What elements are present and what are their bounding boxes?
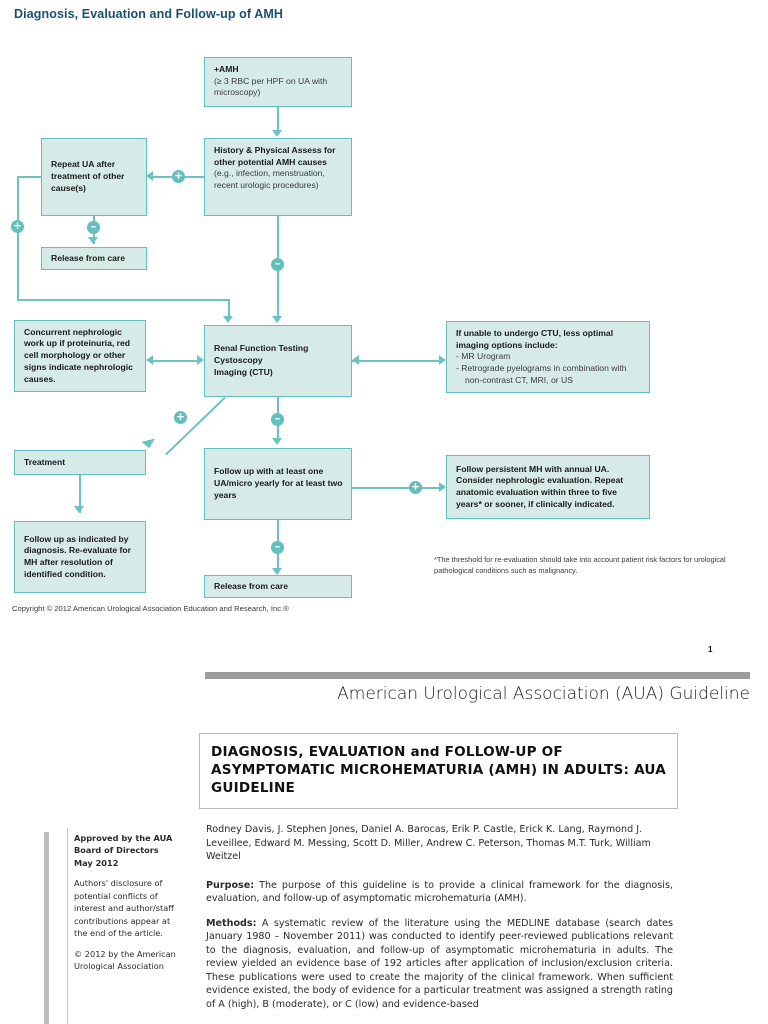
flow-node-followup-diagnosis: Follow up as indicated by diagnosis. Re-…: [14, 521, 146, 593]
sidebar-disclosure: Authors' disclosure of potential conflic…: [74, 878, 174, 939]
badge-plus-repeat-renal: +: [11, 219, 24, 233]
flow-node-ctu-item-2: - Retrograde pyelograms in combination w…: [456, 363, 627, 385]
arrowhead-down-renal-left: [223, 316, 233, 323]
connector-renal-to-treatment: [165, 397, 226, 456]
page-number: 1: [708, 645, 713, 654]
abstract-purpose-text: The purpose of this guideline is to prov…: [206, 880, 673, 905]
flow-node-followup-dx-heading: Follow up as indicated by diagnosis. Re-…: [24, 533, 131, 579]
article-title: DIAGNOSIS, EVALUATION and FOLLOW-UP OF A…: [211, 744, 666, 797]
sidebar-approved-line-3: May 2012: [74, 857, 119, 868]
flow-node-renal-line1: Renal Function Testing: [214, 343, 309, 354]
arrowhead-left-nephro: [146, 355, 153, 365]
flow-node-amh: +AMH (≥ 3 RBC per HPF on UA with microsc…: [204, 57, 352, 107]
abstract-methods-text: A systematic review of the literature us…: [206, 918, 673, 1010]
badge-minus-renal-followup: –: [271, 413, 284, 426]
arrowhead-down-renal: [272, 316, 282, 323]
arrowhead-down-followup-dx: [74, 506, 84, 513]
article-authors: Rodney Davis, J. Stephen Jones, Daniel A…: [206, 824, 651, 863]
arrowhead-left-repeat: [146, 171, 153, 181]
flow-node-followup-ua-heading: Follow up with at least one UA/micro yea…: [214, 466, 343, 500]
badge-plus-followup-persistent: +: [409, 480, 422, 494]
flow-node-repeat-ua-heading: Repeat UA after treatment of other cause…: [51, 159, 125, 193]
arrowhead-down-followup: [272, 438, 282, 445]
sidebar-rule: [44, 832, 49, 1024]
connector-amh-to-history: [277, 107, 279, 131]
connector-repeat-left-across: [17, 299, 229, 301]
flow-node-history-heading: History & Physical Assess for other pote…: [214, 145, 336, 167]
header-rule: [205, 672, 750, 679]
flowchart-title: Diagnosis, Evaluation and Follow-up of A…: [14, 7, 284, 21]
flow-node-history: History & Physical Assess for other pote…: [204, 138, 352, 216]
flow-node-repeat-ua: Repeat UA after treatment of other cause…: [41, 138, 147, 216]
badge-minus-followup-release: –: [271, 541, 284, 554]
flow-node-amh-detail: (≥ 3 RBC per HPF on UA with microscopy): [214, 75, 328, 98]
badge-plus-renal-treatment: +: [174, 410, 187, 424]
arrowhead-right-persistent: [439, 482, 446, 492]
connector-treatment-to-followupdx: [79, 475, 81, 513]
flow-node-release-top: Release from care: [41, 247, 147, 270]
arrowhead-down-release-top: [88, 237, 98, 244]
connector-followupua-to-persistent: [352, 487, 440, 489]
badge-minus-history-renal: –: [271, 258, 284, 271]
flow-node-ctu-alternatives: If unable to undergo CTU, less optimal i…: [446, 321, 650, 393]
flow-node-persistent-mh: Follow persistent MH with annual UA. Con…: [446, 455, 650, 519]
flow-node-renal-testing: Renal Function Testing Cystoscopy Imagin…: [204, 325, 352, 397]
sidebar-divider: [67, 828, 68, 1024]
flow-node-ctu-heading: If unable to undergo CTU, less optimal i…: [456, 328, 614, 350]
flow-node-history-detail: (e.g., infection, menstruation, recent u…: [214, 168, 325, 191]
flow-node-treatment-heading: Treatment: [24, 456, 66, 467]
flow-node-persistent-mh-heading: Follow persistent MH with annual UA. Con…: [456, 463, 624, 509]
flow-node-amh-heading: +AMH: [214, 64, 239, 74]
connector-renal-to-ctu: [352, 360, 440, 362]
badge-minus-repeat-release: –: [87, 221, 100, 234]
flow-node-release-bottom-heading: Release from care: [214, 580, 289, 591]
connector-repeat-left-stub: [17, 176, 42, 178]
flow-node-nephrologic: Concurrent nephrologic work up if protei…: [14, 320, 146, 392]
flow-node-nephrologic-heading: Concurrent nephrologic work up if protei…: [24, 326, 133, 384]
aua-guideline-header: American Urological Association (AUA) Gu…: [337, 684, 750, 704]
sidebar-approval-block: Approved by the AUA Board of Directors M…: [74, 832, 182, 973]
flow-node-treatment: Treatment: [14, 450, 146, 475]
arrowhead-right-ctu: [439, 355, 446, 365]
arrowhead-right-renal-from-nephro: [197, 355, 204, 365]
flow-node-followup-ua: Follow up with at least one UA/micro yea…: [204, 448, 352, 520]
flow-node-renal-line2: Cystoscopy: [214, 355, 263, 366]
flow-node-release-bottom: Release from care: [204, 575, 352, 598]
sidebar-approved-line-1: Approved by the AUA: [74, 833, 173, 843]
flowchart-footnote: *The threshold for re-evaluation should …: [434, 555, 726, 575]
flowchart-copyright: Copyright © 2012 American Urological Ass…: [12, 604, 289, 613]
abstract-purpose-label: Purpose:: [206, 880, 255, 891]
abstract-purpose: Purpose: The purpose of this guideline i…: [206, 879, 673, 906]
abstract-methods-label: Methods:: [206, 918, 257, 929]
article-title-box: DIAGNOSIS, EVALUATION and FOLLOW-UP OF A…: [199, 733, 678, 810]
connector-repeat-left-into-renal: [228, 299, 230, 319]
flow-node-ctu-item-1: - MR Urogram: [456, 351, 511, 362]
connector-nephro-renal: [153, 360, 197, 362]
sidebar-approved-line-2: Board of Directors: [74, 845, 159, 856]
flow-node-release-top-heading: Release from care: [51, 252, 126, 263]
sidebar-copyright: © 2012 by the American Urological Associ…: [74, 948, 176, 972]
flow-node-renal-line3: Imaging (CTU): [214, 366, 273, 377]
arrowhead-down-release-bottom: [272, 568, 282, 575]
abstract-methods: Methods: A systematic review of the lite…: [206, 917, 673, 1011]
arrowhead-left-renal-from-ctu: [352, 355, 359, 365]
connector-repeat-left-down: [17, 176, 19, 300]
badge-plus-history-repeat: +: [172, 169, 185, 183]
arrowhead-down-history: [272, 130, 282, 137]
